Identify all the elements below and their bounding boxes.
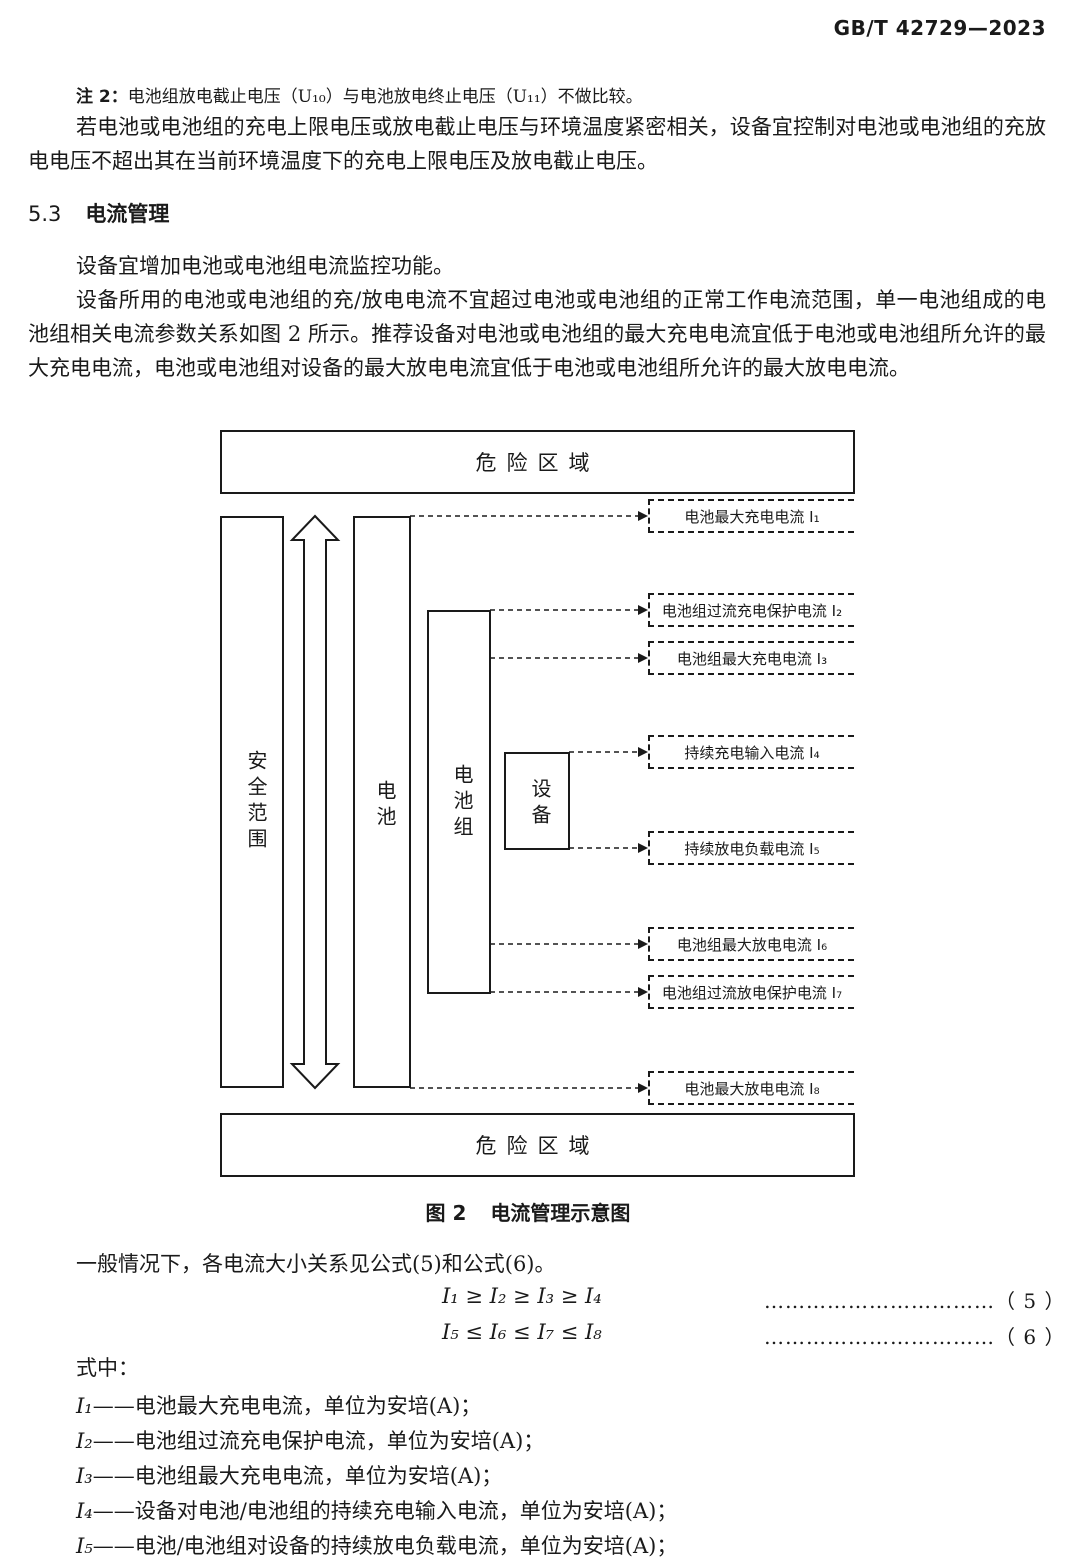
device-label: 设备 (528, 778, 552, 830)
def-symbol: I₁ (76, 1394, 93, 1418)
definition-i2: I₂——电池组过流充电保护电流，单位为安培(A)； (76, 1425, 544, 1455)
definition-i5: I₅——电池/电池组对设备的持续放电负载电流，单位为安培(A)； (76, 1530, 677, 1560)
where-label: 式中： (76, 1356, 139, 1380)
def-symbol: I₅ (76, 1534, 93, 1558)
paragraph-3: 设备所用的电池或电池组的充/放电电流不宜超过电池或电池组的正常工作电流范围，单一… (28, 288, 1046, 380)
battery-pack-box: 电池组 (427, 610, 491, 994)
figure-caption: 图 2 电流管理示意图 (0, 1197, 1080, 1226)
label-i5: 持续放电负载电流 I₅ (648, 831, 854, 865)
paragraph-2: 设备宜增加电池或电池组电流监控功能。 (76, 254, 454, 278)
def-symbol: I₂ (76, 1429, 93, 1453)
figure-number: 图 2 (425, 1201, 467, 1225)
label-i3: 电池组最大充电电流 I₃ (648, 641, 854, 675)
def-text: ——设备对电池/电池组的持续充电输入电流，单位为安培(A)； (92, 1499, 678, 1523)
formula-6-number: ……………………………（ 6 ） (764, 1325, 1066, 1349)
formula-5: I₁ ≥ I₂ ≥ I₃ ≥ I₄ (442, 1284, 602, 1308)
formula-5-number: ……………………………（ 5 ） (764, 1289, 1066, 1313)
danger-zone-bottom: 危险区域 (220, 1113, 855, 1177)
device-box: 设备 (504, 752, 570, 850)
label-i7: 电池组过流放电保护电流 I₇ (648, 975, 854, 1009)
section-heading: 5.3 电流管理 (28, 198, 169, 228)
figure-title: 电流管理示意图 (490, 1201, 631, 1225)
section-number: 5.3 (28, 202, 62, 226)
battery-pack-label: 电池组 (450, 764, 474, 842)
note-label: 注 2： (76, 87, 128, 107)
def-symbol: I₄ (76, 1499, 93, 1523)
label-i2: 电池组过流充电保护电流 I₂ (648, 593, 854, 627)
def-symbol: I₃ (76, 1464, 93, 1488)
label-i6: 电池组最大放电电流 I₆ (648, 927, 854, 961)
double-arrow-icon (289, 514, 341, 1090)
def-text: ——电池组最大充电电流，单位为安培(A)； (92, 1464, 503, 1488)
note-2: 注 2：电池组放电截止电压（U₁₀）与电池放电终止电压（U₁₁）不做比较。 (76, 82, 643, 107)
paragraph-1: 若电池或电池组的充电上限电压或放电截止电压与环境温度紧密相关，设备宜控制对电池或… (28, 115, 1046, 173)
formula-6: I₅ ≤ I₆ ≤ I₇ ≤ I₈ (442, 1320, 602, 1344)
standard-number: GB/T 42729—2023 (833, 16, 1046, 40)
note-text: 电池组放电截止电压（U₁₀）与电池放电终止电压（U₁₁）不做比较。 (127, 87, 643, 107)
section-title: 电流管理 (85, 202, 170, 226)
danger-zone-top: 危险区域 (220, 430, 855, 494)
definition-i1: I₁——电池最大充电电流，单位为安培(A)； (76, 1390, 481, 1420)
def-text: ——电池最大充电电流，单位为安培(A)； (92, 1394, 482, 1418)
label-i8: 电池最大放电电流 I₈ (648, 1071, 854, 1105)
def-text: ——电池组过流充电保护电流，单位为安培(A)； (92, 1429, 545, 1453)
def-text: ——电池/电池组对设备的持续放电负载电流，单位为安培(A)； (92, 1534, 678, 1558)
battery-box: 电池 (353, 516, 411, 1088)
battery-label: 电池 (373, 780, 397, 832)
definition-i4: I₄——设备对电池/电池组的持续充电输入电流，单位为安培(A)； (76, 1495, 677, 1525)
safe-range-label: 安全范围 (244, 750, 268, 854)
label-i1: 电池最大充电电流 I₁ (648, 499, 854, 533)
safe-range-box: 安全范围 (220, 516, 284, 1088)
paragraph-4: 一般情况下，各电流大小关系见公式(5)和公式(6)。 (76, 1252, 556, 1276)
definition-i3: I₃——电池组最大充电电流，单位为安培(A)； (76, 1460, 502, 1490)
label-i4: 持续充电输入电流 I₄ (648, 735, 854, 769)
